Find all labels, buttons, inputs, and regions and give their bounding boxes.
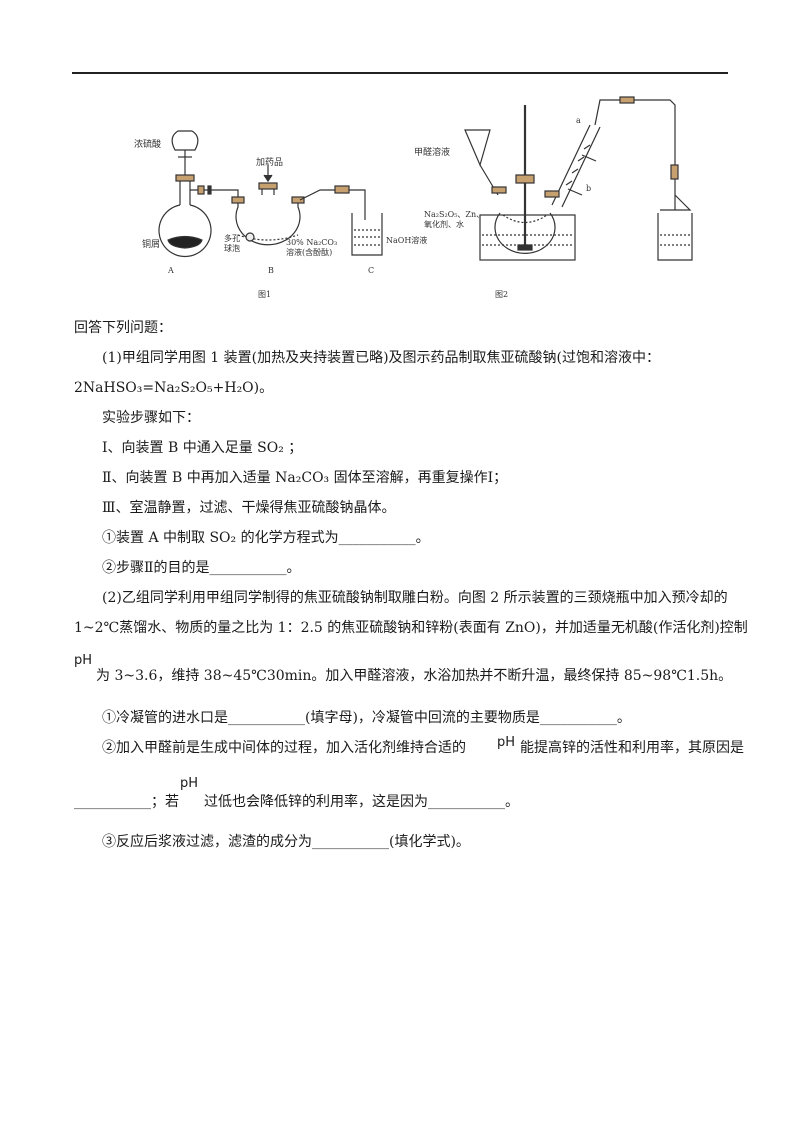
part1-equation: 2NaHSO₃=Na₂S₂O₅+H₂O)。 xyxy=(74,380,274,396)
question-2-2d: 过低也会降低锌的利用率，这是因为___________。 xyxy=(204,794,519,810)
label-jiayaopin: 加药品 xyxy=(256,157,283,168)
apparatus-figure2 xyxy=(464,96,693,261)
caption-figure1: 图1 xyxy=(258,290,271,299)
label-c-beaker: C xyxy=(368,266,374,275)
label-reagent-a: Na₂S₂O₅、Zn、 xyxy=(424,210,484,219)
label-reagent-b: 氧化剂、水 xyxy=(424,219,464,229)
apparatus-a xyxy=(158,130,239,258)
ph-symbol: pH xyxy=(74,653,93,668)
label-jiaquan: 甲醛溶液 xyxy=(414,146,450,158)
part2-intro-a: (2)乙组同学利用甲组同学制得的焦亚硫酸钠制取雕白粉。向图 2 所示装置的三颈烧… xyxy=(102,590,728,606)
question-2-1: ①冷凝管的进水口是___________(填字母)，冷凝管中回流的主要物质是__… xyxy=(102,710,631,726)
part2-intro-b: 1~2℃蒸馏水、物质的量之比为 1：2.5 的焦亚硫酸钠和锌粉(表面有 ZnO)… xyxy=(74,620,748,636)
label-inlet-b: b xyxy=(586,184,591,193)
label-na2co3-a: 30% Na₂CO₃ xyxy=(286,238,337,247)
question-2-2c: ___________；若 xyxy=(74,794,179,810)
apparatus-c xyxy=(351,213,383,256)
question-1-2: ②步骤Ⅱ的目的是___________。 xyxy=(102,560,301,576)
question-2-3: ③反应后浆液过滤，滤渣的成分为___________(填化学式)。 xyxy=(102,834,470,850)
apparatus-b xyxy=(231,165,366,246)
label-qiupao: 球泡 xyxy=(224,243,240,253)
label-tongxie: 铜屑 xyxy=(142,238,160,250)
question-2-2a: ②加入甲醛前是生成中间体的过程，加入活化剂维持合适的 xyxy=(102,740,466,756)
label-naoh: NaOH溶液 xyxy=(386,235,427,245)
ph-symbol-3: pH xyxy=(180,776,199,791)
label-inlet-a: a xyxy=(576,116,581,125)
label-duokong: 多孔 xyxy=(224,233,240,243)
apparatus-figures: 浓硫酸 铜屑 加药品 多孔 球泡 30% Na₂CO₃ 溶液(含酚酞) NaOH… xyxy=(120,95,720,310)
label-b-flask: B xyxy=(268,266,274,275)
label-na2co3-b: 溶液(含酚酞) xyxy=(286,247,332,257)
step-3: Ⅲ、室温静置，过滤、干燥得焦亚硫酸钠晶体。 xyxy=(102,500,396,516)
apparatus-diagram: 浓硫酸 铜屑 加药品 多孔 球泡 30% Na₂CO₃ 溶液(含酚酞) NaOH… xyxy=(134,96,693,299)
label-nongsuan: 浓硫酸 xyxy=(134,138,161,150)
question-2-2b: 能提高锌的活性和利用率，其原因是 xyxy=(520,740,744,756)
caption-figure2: 图2 xyxy=(495,290,508,299)
ph-symbol-2: pH xyxy=(497,735,516,750)
step-2: Ⅱ、向装置 B 中再加入适量 Na₂CO₃ 固体至溶解，再重复操作Ⅰ； xyxy=(102,470,508,486)
header-rule xyxy=(72,72,728,74)
question-1-1: ①装置 A 中制取 SO₂ 的化学方程式为___________。 xyxy=(102,530,430,546)
label-a-flask: A xyxy=(167,266,174,275)
part2-intro-c: 为 3~3.6，维持 38~45℃30min。加入甲醛溶液，水浴加热并不断升温，… xyxy=(96,668,733,684)
steps-title: 实验步骤如下： xyxy=(102,410,200,426)
part1-intro: (1)甲组同学用图 1 装置(加热及夹持装置已略)及图示药品制取焦亚硫酸钠(过饱… xyxy=(102,350,661,366)
step-1: Ⅰ、向装置 B 中通入足量 SO₂ ； xyxy=(102,440,303,456)
question-intro: 回答下列问题： xyxy=(74,320,172,336)
